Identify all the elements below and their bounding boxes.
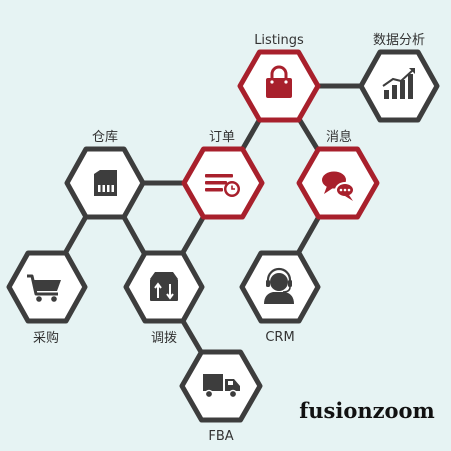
node-label-orders: 订单 bbox=[209, 130, 235, 145]
delivery-truck-icon bbox=[203, 374, 240, 399]
bar-chart-icon bbox=[382, 68, 415, 99]
node-label-fba: FBA bbox=[208, 429, 233, 444]
node-crm: CRM bbox=[239, 250, 321, 345]
node-orders: 订单 bbox=[181, 130, 265, 220]
node-transfer: 调拨 bbox=[123, 250, 205, 346]
node-label-messages: 消息 bbox=[326, 129, 352, 145]
node-label-transfer: 调拨 bbox=[151, 331, 177, 346]
node-warehouse: 仓库 bbox=[64, 129, 146, 220]
shopping-bag-icon bbox=[266, 65, 292, 98]
chat-bubbles-icon bbox=[322, 171, 355, 201]
node-messages: 消息 bbox=[296, 129, 380, 220]
node-label-listings: Listings bbox=[254, 33, 304, 48]
node-listings: Listings bbox=[237, 33, 321, 123]
brand-watermark: fusionzoom bbox=[299, 398, 435, 423]
node-label-purchase: 采购 bbox=[33, 330, 59, 346]
node-label-crm: CRM bbox=[265, 330, 294, 345]
shopping-cart-icon bbox=[27, 274, 61, 302]
node-fba: FBA bbox=[179, 349, 263, 444]
order-list-icon bbox=[205, 174, 240, 197]
node-label-analytics: 数据分析 bbox=[373, 33, 425, 48]
node-label-warehouse: 仓库 bbox=[92, 129, 118, 145]
storage-box-icon bbox=[94, 170, 117, 196]
transfer-box-icon bbox=[150, 272, 178, 301]
headset-agent-icon bbox=[264, 267, 294, 304]
node-analytics: 数据分析 bbox=[358, 33, 440, 123]
node-purchase: 采购 bbox=[6, 250, 88, 346]
